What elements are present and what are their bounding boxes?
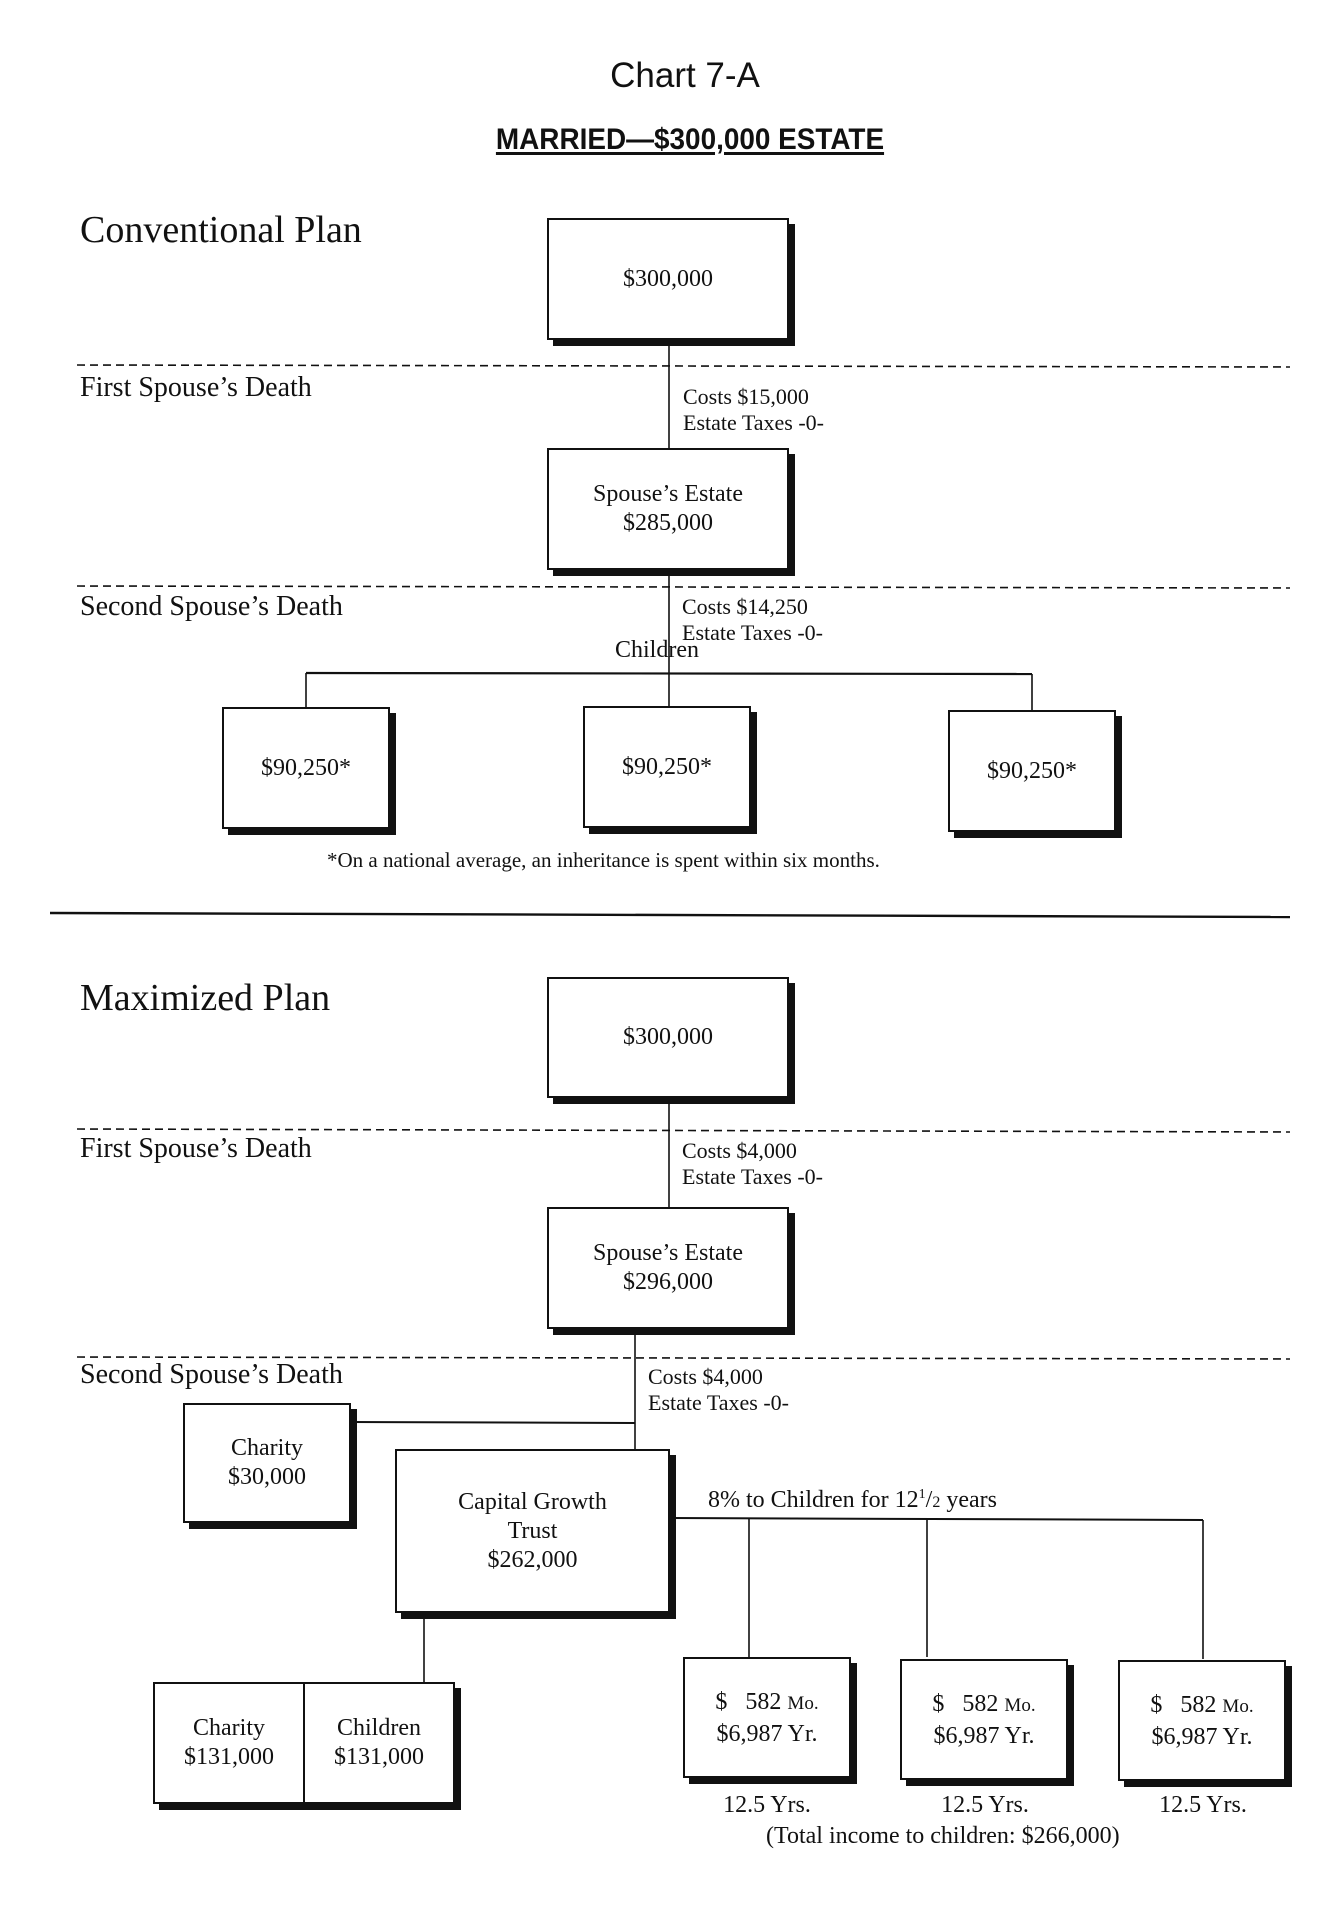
trust-amount: $262,000: [487, 1546, 578, 1573]
monthly-unit: Mo.: [787, 1692, 819, 1714]
charity-amount: $30,000: [228, 1464, 306, 1490]
yearly-income: $6,987 Yr.: [716, 1719, 817, 1749]
income-duration-label: 12.5 Yrs.: [723, 1792, 811, 1818]
yearly-amount: $6,987: [933, 1722, 1000, 1749]
dashed-divider-second-death-max: [76, 1356, 1291, 1360]
yearly-unit: Yr.: [1004, 1722, 1035, 1749]
start-amount: $300,000: [623, 1024, 713, 1050]
income-duration-label: 12.5 Yrs.: [1159, 1792, 1247, 1818]
monthly-amount: 582: [745, 1688, 782, 1715]
yearly-unit: Yr.: [787, 1720, 818, 1747]
start-amount: $300,000: [623, 265, 713, 292]
children-branch-bar: [305, 671, 1033, 676]
conventional-first-death-costs: Costs $15,000 Estate Taxes -0-: [683, 384, 824, 436]
fraction-denominator: 2: [932, 1494, 941, 1511]
trust-label-line1: Capital Growth: [458, 1488, 607, 1515]
dashed-divider-first-death: [76, 364, 1291, 368]
remainder-charity-amount: $131,000: [184, 1744, 274, 1770]
inheritance-footnote: *On a national average, an inheritance i…: [327, 848, 880, 872]
charity-label: Charity: [231, 1435, 303, 1461]
child-inheritance-box: $90,250*: [222, 707, 390, 829]
income-box: $ 582 Mo. $6,987 Yr.: [683, 1657, 851, 1778]
currency-symbol: $: [932, 1690, 945, 1717]
remainder-charity-label: Charity: [193, 1715, 265, 1741]
trust-label-line2: Trust: [507, 1517, 558, 1544]
maximized-second-death-costs: Costs $4,000 Estate Taxes -0-: [648, 1364, 789, 1416]
children-label: Children: [615, 637, 699, 663]
conventional-plan-title: Conventional Plan: [80, 209, 362, 251]
monthly-unit: Mo.: [1222, 1695, 1254, 1717]
trust-branch-label: 8% to Children for 121/2 years: [708, 1487, 997, 1514]
child-inheritance-amount: $90,250*: [622, 753, 712, 780]
monthly-income: $ 582 Mo.: [932, 1689, 1035, 1721]
conventional-spouse-estate-box: Spouse’s Estate $285,000: [547, 448, 789, 570]
child-inheritance-box: $90,250*: [583, 706, 751, 828]
currency-symbol: $: [1150, 1691, 1163, 1718]
yearly-income: $6,987 Yr.: [1151, 1722, 1252, 1752]
conventional-first-death-label: First Spouse’s Death: [80, 372, 312, 403]
maximized-first-death-costs: Costs $4,000 Estate Taxes -0-: [682, 1138, 823, 1190]
maximized-spouse-estate-box: Spouse’s Estate $296,000: [547, 1207, 789, 1329]
fraction-numerator: 1: [918, 1487, 926, 1502]
spouse-estate-amount: $296,000: [623, 1269, 713, 1295]
yearly-income: $6,987 Yr.: [933, 1721, 1034, 1751]
spouse-estate-label: Spouse’s Estate: [593, 481, 743, 507]
costs-text: Costs $4,000: [648, 1364, 763, 1389]
remainder-children: Children $131,000: [303, 1684, 453, 1802]
yearly-amount: $6,987: [1151, 1723, 1218, 1750]
costs-text: Costs $4,000: [682, 1138, 797, 1163]
income-box: $ 582 Mo. $6,987 Yr.: [900, 1659, 1068, 1780]
charity-box: Charity $30,000: [183, 1403, 351, 1523]
fraction-slash: /: [925, 1487, 933, 1513]
conventional-second-death-label: Second Spouse’s Death: [80, 591, 343, 622]
remainder-split-box: Charity $131,000 Children $131,000: [153, 1682, 455, 1804]
remainder-children-label: Children: [337, 1715, 421, 1741]
conventional-second-death-costs: Costs $14,250 Estate Taxes -0-: [682, 594, 823, 646]
remainder-charity: Charity $131,000: [155, 1684, 303, 1802]
maximized-second-death-label: Second Spouse’s Death: [80, 1359, 343, 1390]
income-branch-bar: [669, 1517, 1204, 1521]
section-separator: [49, 911, 1291, 919]
costs-text: Costs $14,250: [682, 594, 808, 619]
chart-title: MARRIED—$300,000 ESTATE: [495, 123, 885, 156]
monthly-amount: 582: [1180, 1691, 1217, 1718]
remainder-children-amount: $131,000: [334, 1744, 424, 1770]
branch-text: 8% to Children for 12: [708, 1487, 919, 1513]
income-box: $ 582 Mo. $6,987 Yr.: [1118, 1660, 1286, 1781]
spouse-estate-label: Spouse’s Estate: [593, 1240, 743, 1266]
estate-taxes-text: Estate Taxes -0-: [682, 620, 824, 645]
branch-suffix: years: [940, 1487, 997, 1513]
income-duration-label: 12.5 Yrs.: [941, 1792, 1029, 1818]
child-inheritance-amount: $90,250*: [261, 754, 351, 781]
maximized-first-death-label: First Spouse’s Death: [80, 1133, 312, 1164]
spouse-estate-amount: $285,000: [623, 510, 713, 536]
monthly-unit: Mo.: [1004, 1694, 1036, 1716]
currency-symbol: $: [715, 1688, 728, 1715]
connector-to-charity: [349, 1421, 636, 1424]
child-inheritance-amount: $90,250*: [987, 757, 1077, 784]
yearly-amount: $6,987: [716, 1720, 783, 1747]
monthly-income: $ 582 Mo.: [715, 1687, 818, 1719]
chart-number: Chart 7-A: [610, 56, 760, 95]
maximized-plan-title: Maximized Plan: [80, 977, 331, 1019]
dashed-divider-second-death: [76, 585, 1291, 589]
monthly-income: $ 582 Mo.: [1150, 1690, 1253, 1722]
child-inheritance-box: $90,250*: [948, 710, 1116, 832]
costs-text: Costs $15,000: [683, 384, 809, 409]
dashed-divider-first-death-max: [76, 1128, 1291, 1133]
yearly-unit: Yr.: [1222, 1723, 1253, 1750]
conventional-start-box: $300,000: [547, 218, 789, 340]
estate-taxes-text: Estate Taxes -0-: [648, 1390, 790, 1415]
estate-taxes-text: Estate Taxes -0-: [683, 410, 825, 435]
monthly-amount: 582: [962, 1690, 999, 1717]
maximized-start-box: $300,000: [547, 977, 789, 1098]
total-income-label: (Total income to children: $266,000): [766, 1823, 1120, 1849]
estate-taxes-text: Estate Taxes -0-: [682, 1164, 824, 1189]
capital-growth-trust-box: Capital Growth Trust $262,000: [395, 1449, 670, 1613]
